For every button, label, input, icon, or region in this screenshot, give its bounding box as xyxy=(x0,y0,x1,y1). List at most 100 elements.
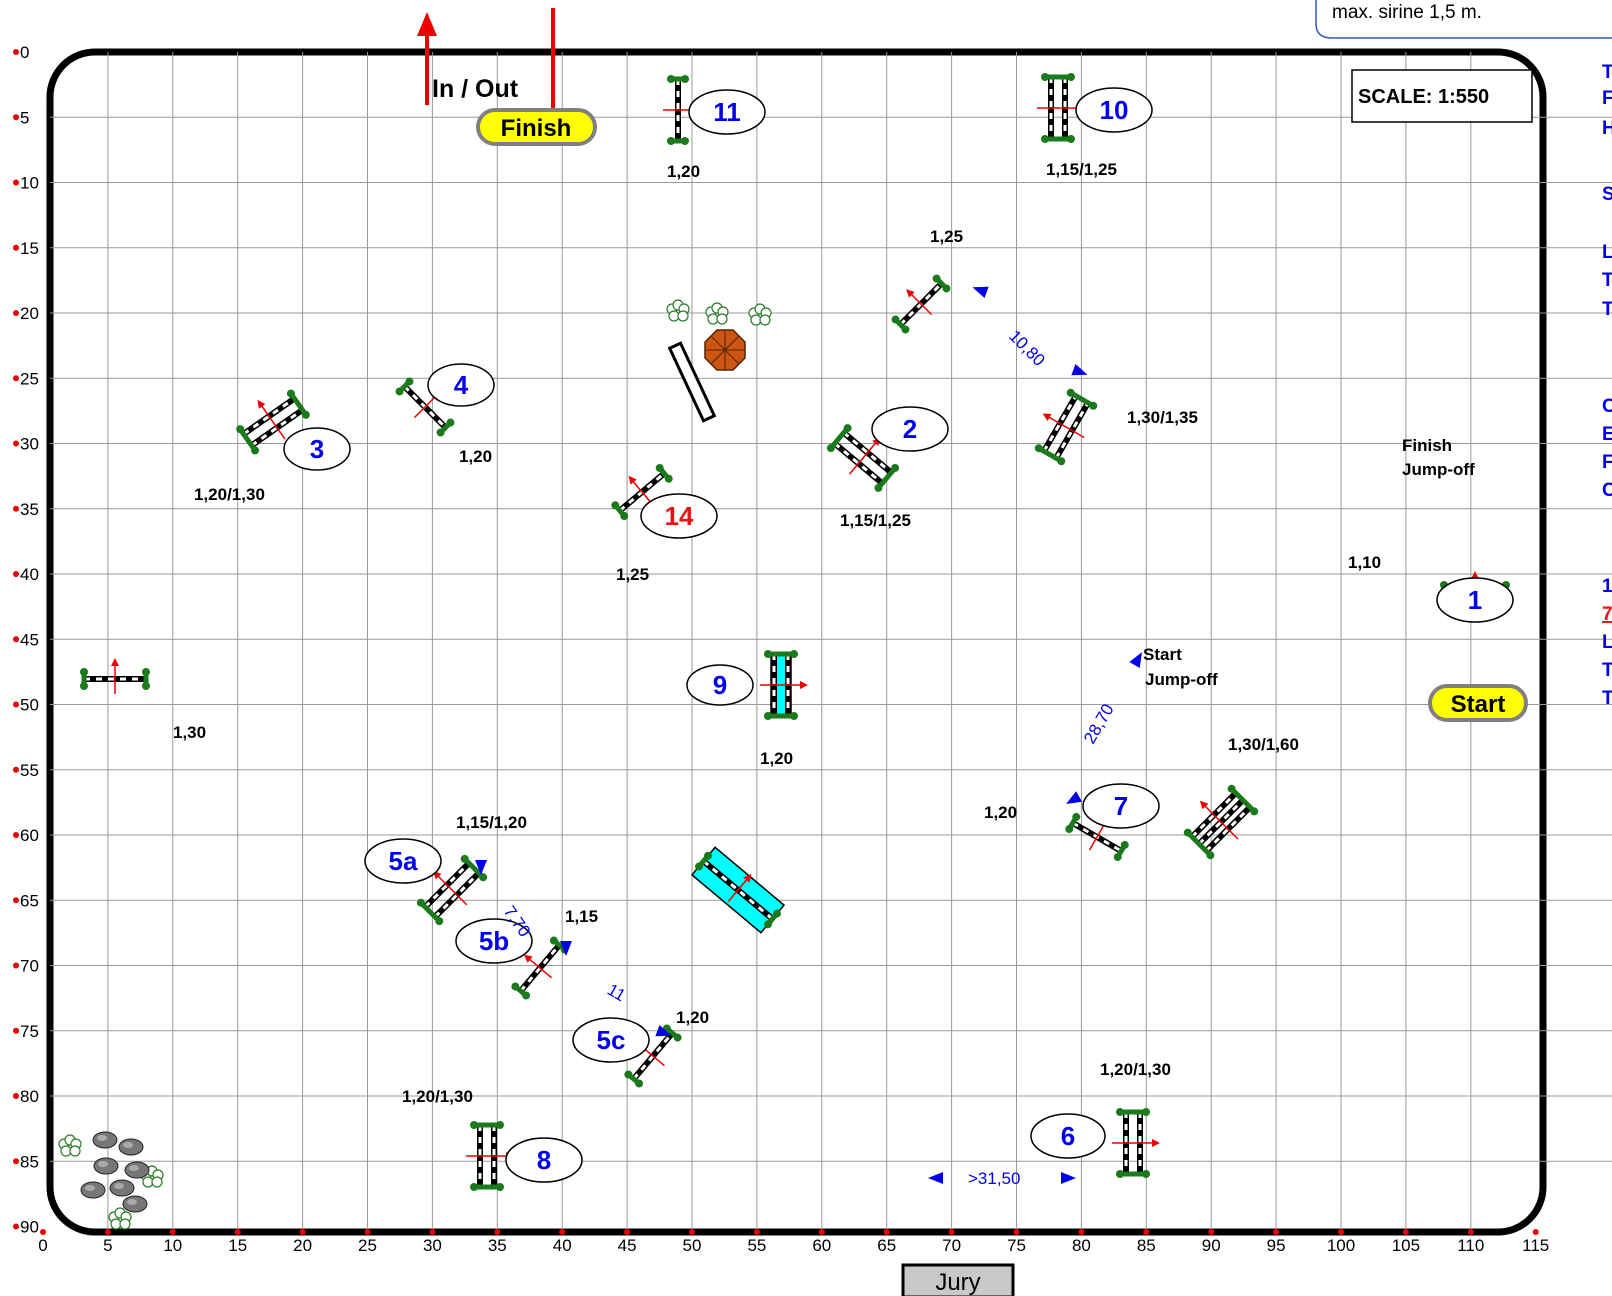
rock-icon xyxy=(93,1157,119,1175)
y-tick-dot xyxy=(13,1093,19,1099)
fence xyxy=(1065,812,1129,862)
fence-height: 1,30/1,35 xyxy=(1127,408,1198,427)
x-tick-label: 55 xyxy=(747,1236,766,1255)
y-tick-dot xyxy=(13,244,19,251)
x-tick-dot xyxy=(40,1229,46,1235)
fence-height: 1,20/1,30 xyxy=(402,1087,473,1106)
y-tick-label: 5 xyxy=(20,108,29,127)
y-tick-label: 50 xyxy=(20,696,39,715)
distance-marker xyxy=(475,860,487,875)
fence-number: 2 xyxy=(903,414,917,444)
fence-number-oval xyxy=(283,427,351,471)
fence-height: 1,25 xyxy=(930,227,963,246)
fence-height: 1,20 xyxy=(667,162,700,181)
side-panel-text: L xyxy=(1602,632,1612,653)
rock-icon xyxy=(124,1161,150,1179)
fence-height: 1,10 xyxy=(1348,553,1381,572)
x-tick-dot xyxy=(948,1229,955,1235)
arena-boundary xyxy=(46,48,1547,1236)
y-tick-label: 70 xyxy=(20,957,39,976)
fence-number-oval xyxy=(572,1017,650,1063)
x-tick-dot xyxy=(883,1229,890,1235)
x-tick-dot xyxy=(234,1229,241,1235)
fence xyxy=(690,846,786,934)
x-tick-label: 30 xyxy=(423,1236,442,1255)
x-tick-label: 115 xyxy=(1522,1236,1549,1255)
start-label: Start xyxy=(1451,691,1506,718)
fence-number: 4 xyxy=(454,370,469,400)
y-tick-label: 55 xyxy=(20,761,39,780)
distance-marker xyxy=(560,941,572,956)
x-tick-label: 75 xyxy=(1007,1236,1026,1255)
x-tick-dot xyxy=(1273,1229,1280,1235)
y-tick-dot xyxy=(13,832,19,838)
fence-height: 1,15/1,20 xyxy=(456,813,527,832)
x-tick-label: 35 xyxy=(488,1236,507,1255)
fence-height: 1,20 xyxy=(676,1008,709,1027)
start-jumpoff-line1: Start xyxy=(1143,645,1182,664)
fence-number-oval xyxy=(364,838,442,884)
y-tick-dot xyxy=(13,962,19,969)
start-badge xyxy=(1428,684,1528,722)
side-panel-text: T xyxy=(1602,660,1612,681)
y-tick-dot xyxy=(13,766,19,773)
fence xyxy=(466,1121,514,1191)
y-tick-label: 10 xyxy=(20,174,39,193)
fence-number-oval xyxy=(1075,87,1153,133)
note-box xyxy=(1315,0,1612,39)
x-tick-label: 85 xyxy=(1137,1236,1156,1255)
x-tick-label: 40 xyxy=(553,1236,572,1255)
fence-number-oval xyxy=(1082,783,1160,829)
fence-number-oval xyxy=(871,406,949,452)
x-tick-dot xyxy=(1143,1229,1150,1235)
rock-icon xyxy=(92,1131,118,1149)
umbrella-icon xyxy=(704,329,746,371)
y-tick-dot xyxy=(13,505,19,512)
y-tick-dot xyxy=(13,49,19,55)
fence xyxy=(1034,388,1098,466)
x-tick-label: 45 xyxy=(618,1236,637,1255)
y-tick-label: 60 xyxy=(20,826,39,845)
fence-heights: 1,20 1,15/1,25 1,25 1,30/1,35 1,20 1,20/1,30 1… xyxy=(173,160,1381,1106)
x-tick-dot xyxy=(1013,1229,1020,1235)
y-tick-label: 85 xyxy=(20,1152,39,1171)
fence-number: 8 xyxy=(537,1145,551,1175)
fence xyxy=(511,936,569,1000)
side-panel-text: T xyxy=(1602,688,1612,709)
start-jumpoff-line2: Jump-off xyxy=(1145,670,1218,689)
bench-icon xyxy=(667,341,717,423)
x-tick-dot xyxy=(1338,1229,1344,1235)
x-tick-label: 25 xyxy=(358,1236,377,1255)
x-tick-label: 70 xyxy=(942,1236,961,1255)
x-tick-dot xyxy=(818,1229,825,1235)
x-tick-dot xyxy=(364,1229,371,1235)
x-tick-label: 105 xyxy=(1392,1236,1420,1255)
fence-height: 1,15/1,25 xyxy=(840,511,911,530)
x-tick-dot xyxy=(169,1229,176,1235)
bush-icon xyxy=(666,299,690,322)
x-tick-label: 60 xyxy=(812,1236,831,1255)
fence xyxy=(611,463,673,521)
distance-label: 28,70 xyxy=(1080,701,1118,747)
bush-icon xyxy=(748,303,772,326)
fence-height: 1,20 xyxy=(459,447,492,466)
fence-height: 1,20 xyxy=(760,749,793,768)
y-tick-dot xyxy=(13,701,19,708)
y-tick-label: 35 xyxy=(20,500,39,519)
fence-height: 1,20/1,30 xyxy=(194,485,265,504)
in-out-label: In / Out xyxy=(432,75,519,103)
fences xyxy=(80,73,1510,1191)
x-tick-label: 20 xyxy=(293,1236,312,1255)
side-panel-text: H xyxy=(1602,118,1612,139)
fence xyxy=(826,424,900,492)
x-tick-dot xyxy=(689,1229,695,1235)
fence-number: 11 xyxy=(713,97,741,127)
y-tick-dot xyxy=(13,1158,19,1165)
y-tick-label: 0 xyxy=(20,43,29,62)
fence-number-oval xyxy=(640,493,718,539)
fence-number: 5a xyxy=(389,846,418,876)
x-tick-dot xyxy=(429,1229,436,1235)
fence xyxy=(236,389,310,455)
